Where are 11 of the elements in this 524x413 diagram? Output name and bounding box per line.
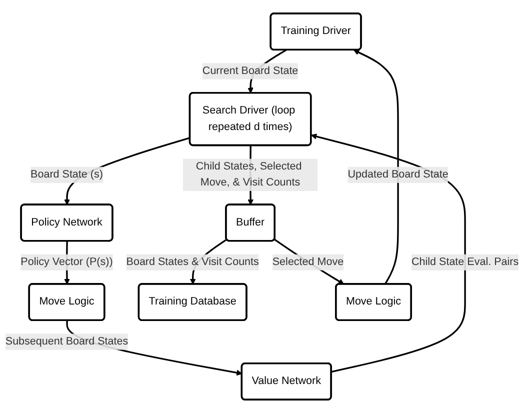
edge-label: Policy Vector (P(s)): [20, 256, 113, 268]
edge-label: Selected Move: [272, 256, 344, 268]
edge-label: Subsequent Board States: [5, 336, 128, 348]
edge-label: Updated Board State: [348, 168, 448, 180]
edge-label: Current Board State: [202, 65, 298, 77]
edge-label: Child State Eval. Pairs: [411, 256, 519, 268]
edge-label: Board States & Visit Counts: [126, 256, 259, 268]
edge-label: Board State (s): [30, 168, 103, 180]
arrow: [310, 134, 466, 373]
arrow: [354, 50, 399, 285]
edge-label: Child States, Selected Move, & Visit Counts: [196, 160, 302, 188]
